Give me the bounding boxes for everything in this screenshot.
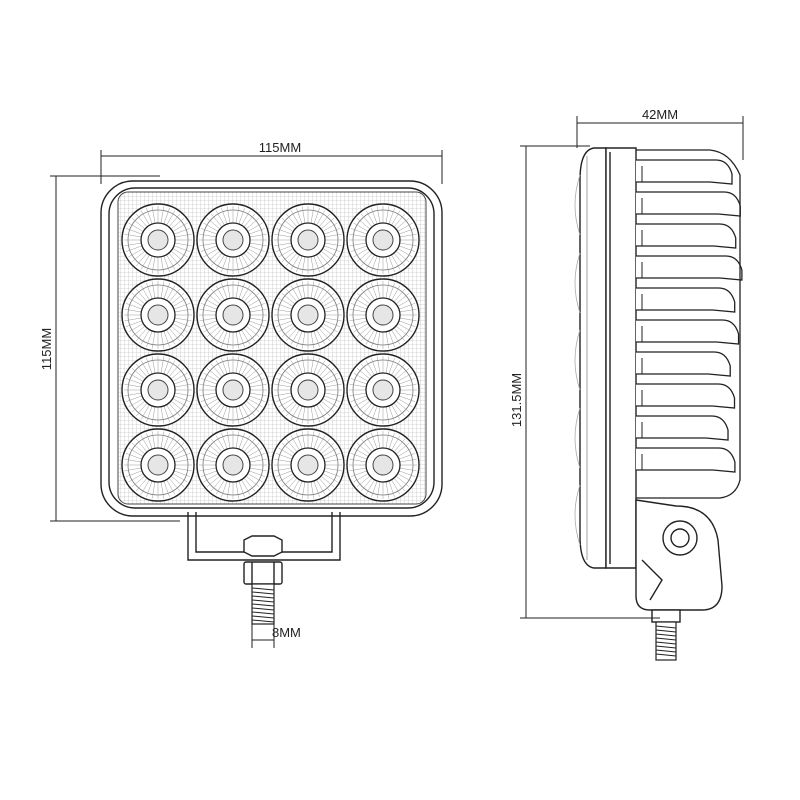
heat-sink-fin <box>636 223 737 249</box>
led-reflector <box>346 203 420 277</box>
heat-sink-fin <box>636 319 740 345</box>
led-grid <box>121 203 420 502</box>
pivot-bolt <box>662 520 698 556</box>
led-reflector <box>121 353 195 427</box>
side-lens-domes <box>574 174 581 546</box>
heat-sink-fin <box>636 255 743 281</box>
led-reflector <box>346 278 420 352</box>
led-reflector <box>271 203 345 277</box>
led-chip <box>372 379 394 401</box>
heat-sink-fin <box>636 159 733 185</box>
led-chip <box>147 229 169 251</box>
led-chip <box>222 229 244 251</box>
heat-sink-fins <box>636 149 743 499</box>
heat-sink-fin <box>636 415 729 441</box>
led-reflector <box>121 203 195 277</box>
heat-sink-fin <box>636 383 736 409</box>
led-reflector <box>121 278 195 352</box>
front-housing-inner <box>108 187 435 509</box>
front-housing-outer <box>100 180 443 517</box>
side-stud-base <box>651 609 681 623</box>
hex-nut-top <box>243 535 283 557</box>
hex-nut <box>243 561 283 585</box>
led-chip <box>297 379 319 401</box>
led-chip <box>147 454 169 476</box>
led-reflector <box>196 353 270 427</box>
led-reflector <box>271 428 345 502</box>
led-chip <box>222 454 244 476</box>
heat-sink-fin <box>636 191 741 217</box>
front-lens <box>117 191 427 505</box>
led-chip <box>372 304 394 326</box>
led-reflector <box>196 278 270 352</box>
dim-bolt-label: 8MM <box>272 625 301 640</box>
bolt-thread <box>251 583 275 625</box>
heat-sink-fin <box>636 351 731 377</box>
led-chip <box>297 454 319 476</box>
side-bolt-thread <box>655 621 677 661</box>
led-reflector <box>196 203 270 277</box>
led-chip <box>222 304 244 326</box>
led-chip <box>372 454 394 476</box>
heat-sink-fin <box>636 287 736 313</box>
dim-side-height-label: 131.5MM <box>509 373 524 427</box>
led-reflector <box>271 278 345 352</box>
dim-front-width-label: 115MM <box>259 140 301 155</box>
led-chip <box>147 304 169 326</box>
led-chip <box>222 379 244 401</box>
dim-side-depth-label: 42MM <box>642 107 678 122</box>
led-chip <box>372 229 394 251</box>
led-reflector <box>121 428 195 502</box>
front-view <box>100 180 443 625</box>
dim-front-height-label: 115MM <box>39 328 54 370</box>
led-chip <box>147 379 169 401</box>
led-reflector <box>271 353 345 427</box>
dimension-lines <box>50 116 744 648</box>
led-chip <box>297 304 319 326</box>
led-reflector <box>346 353 420 427</box>
led-reflector <box>346 428 420 502</box>
led-chip <box>297 229 319 251</box>
heat-sink-fin <box>636 447 736 473</box>
side-lens <box>579 147 607 569</box>
led-reflector <box>196 428 270 502</box>
side-view <box>574 147 743 661</box>
